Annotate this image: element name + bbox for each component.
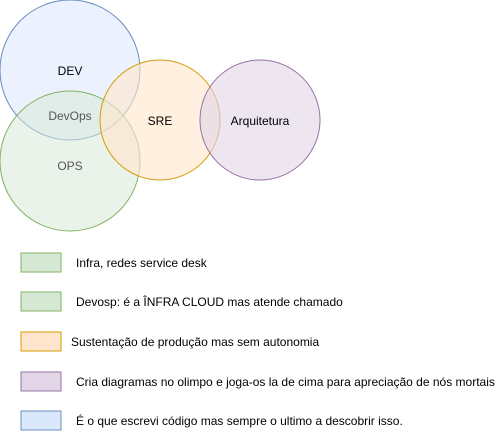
dev-label: DEV <box>58 64 83 78</box>
legend-text-sre: Sustentação de produção mas sem autonomi… <box>71 335 319 349</box>
arquitetura-label: Arquitetura <box>231 114 290 128</box>
sre-label: SRE <box>148 114 173 128</box>
legend-swatch-arquitetura <box>20 371 62 392</box>
legend-swatch-devops <box>20 291 62 312</box>
legend-text-devops: Devosp: é a ÎNFRA CLOUD mas atende chama… <box>76 294 343 309</box>
legend-swatch-infra <box>20 252 62 273</box>
legend: Infra, redes service desk Devosp: é a ÎN… <box>20 252 495 431</box>
ops-label: OPS <box>57 159 82 173</box>
legend-text-infra: Infra, redes service desk <box>76 256 208 270</box>
legend-swatch-sre <box>20 331 62 352</box>
legend-text-dev: É o que escrevi código mas sempre o ulti… <box>76 413 403 428</box>
legend-swatch-dev <box>20 410 62 431</box>
legend-text-arquitetura: Cria diagramas no olimpo e joga-os la de… <box>76 375 495 389</box>
devops-label: DevOps <box>48 109 91 123</box>
circle-arquitetura[interactable] <box>199 59 321 181</box>
